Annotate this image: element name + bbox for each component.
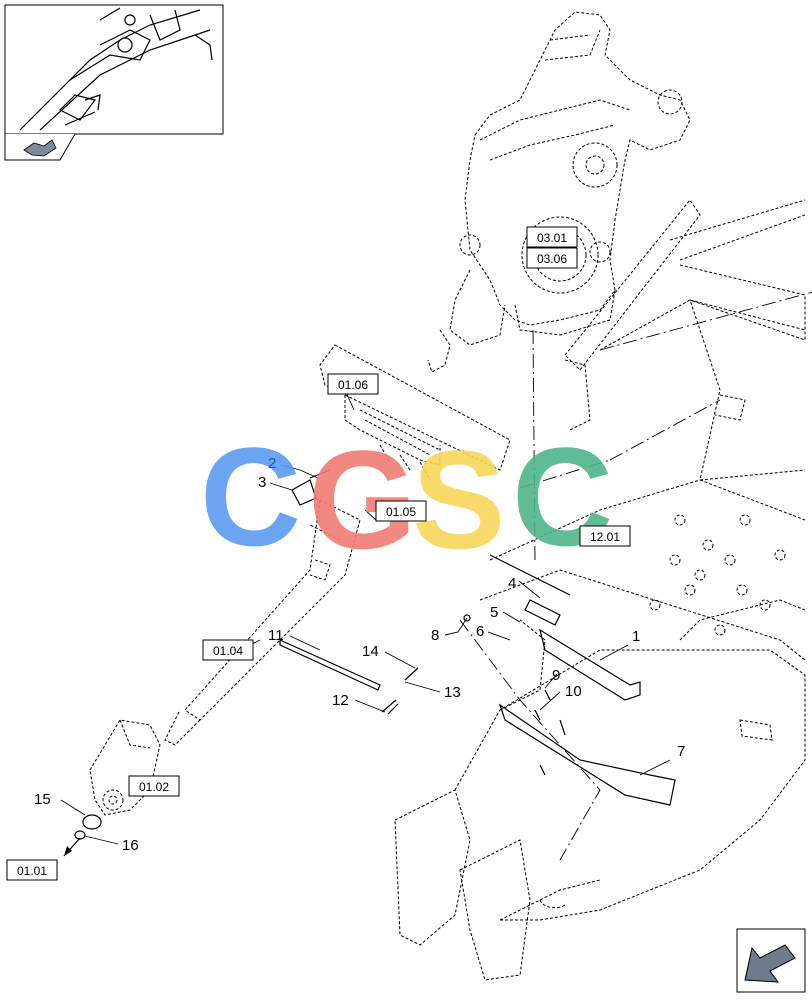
page-return-button[interactable] xyxy=(736,928,806,993)
ref-box-01-04[interactable]: 01.04 xyxy=(202,639,254,661)
watermark-letter: G xyxy=(308,421,417,578)
ref-label: 03.01 xyxy=(537,231,567,245)
part-number-13: 13 xyxy=(444,684,461,701)
ref-label: 12.01 xyxy=(590,530,620,544)
ref-box-03-01[interactable]: 03.01 xyxy=(526,226,578,248)
part-number-7: 7 xyxy=(677,743,685,760)
part-number-10: 10 xyxy=(565,683,582,700)
ref-box-01-02[interactable]: 01.02 xyxy=(128,775,180,797)
ref-box-03-06[interactable]: 03.06 xyxy=(526,247,578,269)
ref-box-01-05[interactable]: 01.05 xyxy=(375,500,427,522)
part-number-16: 16 xyxy=(122,837,139,854)
part-number-8: 8 xyxy=(431,627,439,644)
ref-box-01-06[interactable]: 01.06 xyxy=(327,373,379,395)
part-number-11: 11 xyxy=(268,627,284,644)
part-number-15: 15 xyxy=(34,791,51,808)
shield-plate xyxy=(319,344,511,481)
part-number-1: 1 xyxy=(632,628,640,645)
inset-view[interactable] xyxy=(4,4,224,161)
gearbox-assembly xyxy=(427,11,691,373)
chassis-frame xyxy=(394,199,806,981)
ref-box-12-01[interactable]: 12.01 xyxy=(579,525,631,547)
bottom-gearbox xyxy=(89,719,161,816)
ref-label: 01.06 xyxy=(338,378,368,392)
center-lines xyxy=(459,291,812,861)
ref-box-01-01[interactable]: 01.01 xyxy=(6,859,58,881)
inset-view-icon xyxy=(19,7,213,131)
drive-shaft xyxy=(164,499,361,746)
part-number-5: 5 xyxy=(490,604,498,621)
ref-label: 01.01 xyxy=(17,864,47,878)
page-return-arrow-icon xyxy=(744,944,796,983)
part-number-3: 3 xyxy=(258,474,266,491)
watermark-letter: S xyxy=(412,421,505,578)
part-number-14: 14 xyxy=(362,643,379,660)
part-labels: 1 2 3 4 5 6 7 8 9 10 11 12 13 14 15 16 xyxy=(34,455,685,854)
part-number-4: 4 xyxy=(508,575,516,592)
watermark: C G S C xyxy=(200,418,613,578)
small-parts xyxy=(74,469,676,840)
watermark-letter: C xyxy=(200,418,301,575)
ref-label: 03.06 xyxy=(537,252,567,266)
watermark-letter: C xyxy=(512,418,613,575)
ref-label: 01.05 xyxy=(386,505,416,519)
back-arrow-icon[interactable] xyxy=(23,139,57,157)
ref-label: 01.02 xyxy=(139,780,169,794)
part-number-6: 6 xyxy=(476,623,484,640)
part-number-12: 12 xyxy=(332,692,349,709)
part-number-2: 2 xyxy=(268,455,276,472)
part-number-9: 9 xyxy=(552,667,560,684)
ref-label: 01.04 xyxy=(213,644,243,658)
